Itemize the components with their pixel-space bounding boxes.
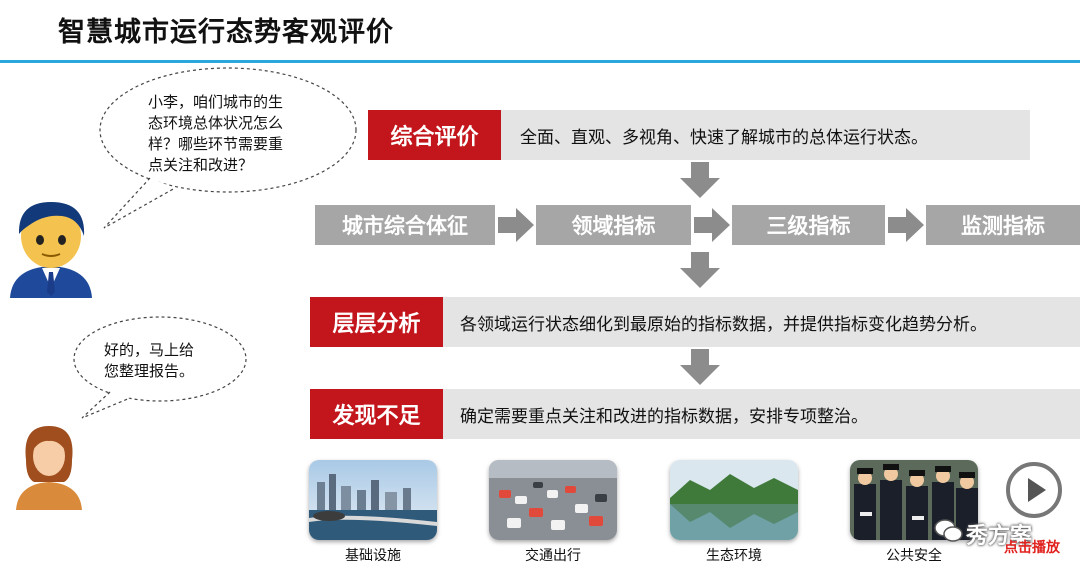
- arrow-down-icon: [680, 252, 720, 288]
- flow-step-monitoring-indicators: 监测指标: [926, 205, 1080, 245]
- female-avatar-icon: [16, 426, 82, 510]
- title-divider: [0, 60, 1080, 63]
- bubble1-line: 样？哪些环节需要重: [148, 135, 284, 153]
- bubble2-line: 您整理报告。: [104, 362, 195, 380]
- police-photo: [850, 460, 978, 540]
- arrow-right-icon: [694, 208, 730, 242]
- speech-bubble-question-shape: [99, 67, 357, 229]
- bubble1-line: 点关注和改进？: [148, 156, 254, 174]
- male-avatar-icon: [10, 202, 92, 298]
- photo-caption: 生态环境: [706, 548, 762, 564]
- bubble2-line: 好的，马上给: [104, 341, 195, 359]
- arrow-right-icon: [888, 208, 924, 242]
- arrow-down-icon: [680, 349, 720, 385]
- row-label: 发现不足: [310, 389, 443, 439]
- row-layered-analysis: 层层分析 各领域运行状态细化到最原始的指标数据，并提供指标变化趋势分析。: [310, 297, 1080, 347]
- photo-caption: 交通出行: [525, 548, 581, 564]
- flow-step-tertiary-indicators: 三级指标: [732, 205, 885, 245]
- watermark-play-label[interactable]: 点击播放: [1004, 540, 1060, 556]
- traffic-photo: [489, 460, 617, 540]
- city-infrastructure-photo: [309, 460, 437, 540]
- bubble1-line: 态环境总体状况怎么: [148, 114, 284, 132]
- wechat-logo-icon: [934, 519, 963, 542]
- row-description: 确定需要重点关注和改进的指标数据，安排专项整治。: [460, 406, 868, 427]
- row-comprehensive-evaluation: 综合评价 全面、直观、多视角、快速了解城市的总体运行状态。: [368, 110, 1030, 160]
- photo-caption: 公共安全: [886, 548, 942, 564]
- play-button-icon[interactable]: [1004, 460, 1064, 520]
- bubble1-line: 小李，咱们城市的生: [148, 93, 284, 111]
- row-label: 综合评价: [368, 110, 501, 160]
- arrow-down-icon: [680, 162, 720, 198]
- speech-bubble-answer-shape: [73, 316, 247, 419]
- watermark-brand: 秀方案: [966, 524, 1033, 549]
- row-find-shortcomings: 发现不足 确定需要重点关注和改进的指标数据，安排专项整治。: [310, 389, 1080, 439]
- row-label: 层层分析: [310, 297, 443, 347]
- row-description: 各领域运行状态细化到最原始的指标数据，并提供指标变化趋势分析。: [460, 314, 987, 335]
- page-title: 智慧城市运行态势客观评价: [58, 17, 394, 48]
- flow-step-city-vitals: 城市综合体征: [315, 205, 495, 245]
- arrow-right-icon: [498, 208, 534, 242]
- lake-mountains-photo: [670, 460, 798, 540]
- photo-caption: 基础设施: [345, 548, 401, 564]
- row-description: 全面、直观、多视角、快速了解城市的总体运行状态。: [520, 127, 928, 148]
- flow-step-domain-indicators: 领域指标: [536, 205, 691, 245]
